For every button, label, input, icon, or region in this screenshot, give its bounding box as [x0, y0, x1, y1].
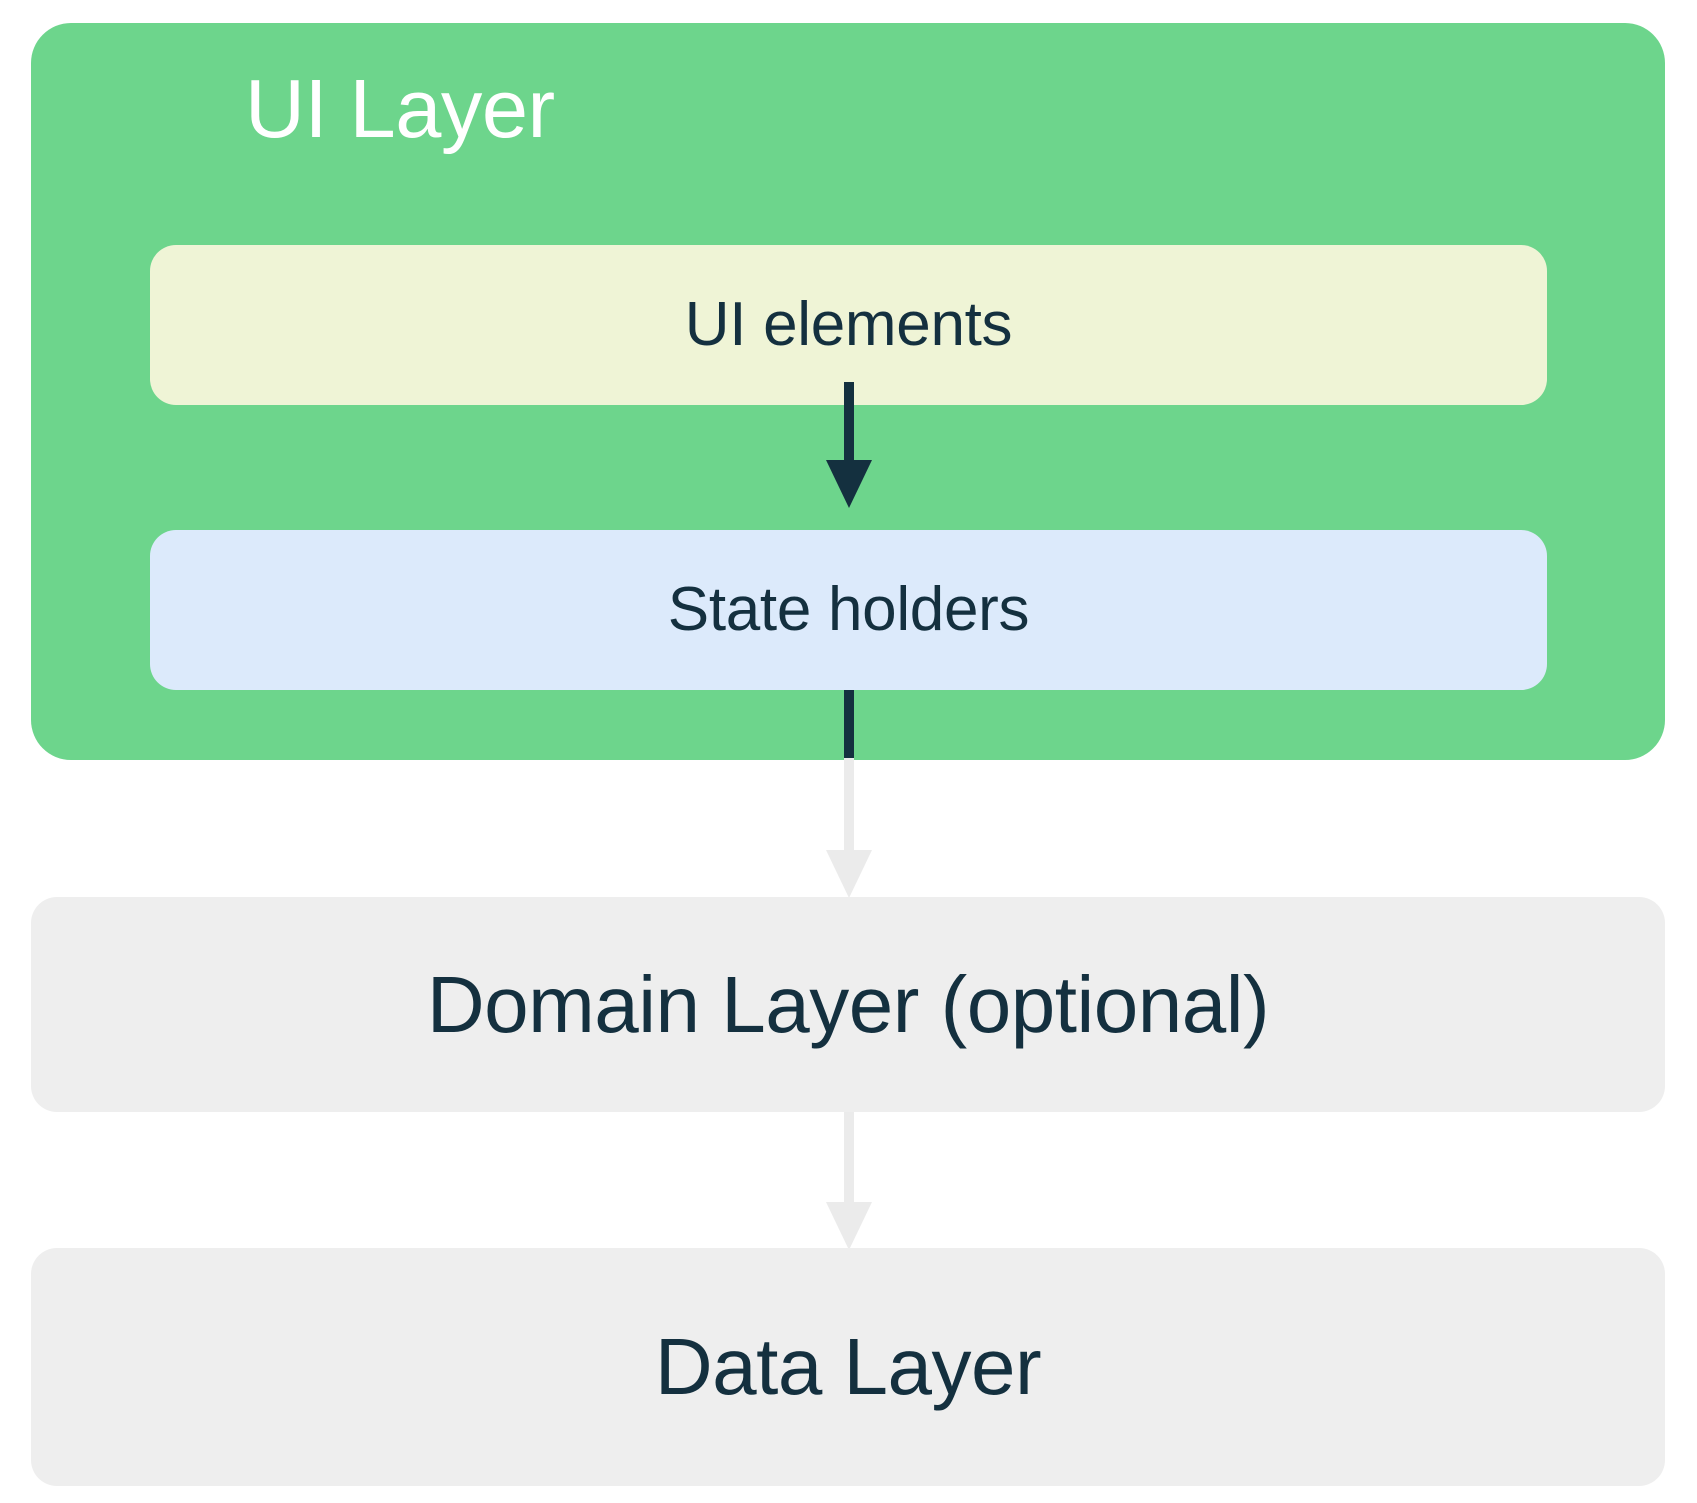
domain-layer-box: Domain Layer (optional): [31, 897, 1665, 1112]
ui-elements-label: UI elements: [684, 290, 1013, 359]
domain-layer-label: Domain Layer (optional): [426, 959, 1270, 1049]
arrow-domain-layer-to-data-layer: [825, 1110, 873, 1252]
data-layer-box: Data Layer: [31, 1248, 1665, 1486]
state-holders-label: State holders: [667, 575, 1030, 644]
arrow-state-holders-to-domain-layer: [825, 690, 873, 900]
ui-elements-box: UI elements: [150, 245, 1547, 405]
ui-layer-title: UI Layer: [245, 62, 555, 155]
ui-layer-container: UI Layer UI elements State holders: [31, 23, 1665, 760]
state-holders-box: State holders: [150, 530, 1547, 690]
arrow-ui-elements-to-state-holders: [825, 382, 873, 510]
data-layer-label: Data Layer: [654, 1322, 1042, 1411]
